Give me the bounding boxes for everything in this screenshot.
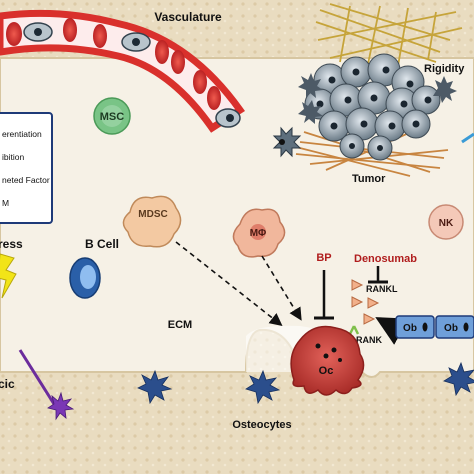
- stress-label: ress: [0, 237, 23, 251]
- rankl-ligands: [351, 279, 380, 325]
- legend-box: [0, 112, 53, 224]
- oc-label: Oc: [319, 365, 334, 377]
- nk-cell: [428, 204, 464, 240]
- tumor-label: Tumor: [352, 173, 386, 185]
- bp-label: BP: [316, 252, 331, 264]
- cut-left-label: cic: [0, 377, 15, 391]
- osteocytes: [137, 361, 474, 405]
- red-blood-cells: [6, 18, 221, 110]
- ecm-label: ECM: [168, 319, 192, 331]
- msc-cell: [93, 97, 131, 135]
- mdsc-to-oc-arrow: [175, 241, 283, 326]
- msc-label: MSC: [100, 111, 125, 123]
- stress-lightning-icon: [0, 253, 17, 299]
- b-cell: [69, 257, 101, 299]
- vessel-wall: [0, 9, 245, 133]
- legend-item-2: neted Factor: [2, 175, 50, 185]
- mdsc-cell: [122, 195, 182, 248]
- rigidity-label: Rigidity: [424, 63, 465, 75]
- legend-item-3: M: [2, 198, 9, 208]
- rank-receptor-icon: [348, 325, 360, 335]
- tumor-cell-spiky: [272, 126, 302, 158]
- osteoclast-cell: [290, 325, 365, 396]
- nk-label: NK: [439, 218, 454, 229]
- purple-star-icon: [47, 391, 75, 421]
- osteoblast-2: [435, 315, 474, 339]
- osteoblast-1: [395, 315, 435, 339]
- vasculature: [0, 9, 245, 133]
- legend-item-0: erentiation: [2, 129, 42, 139]
- b-cell-label: B Cell: [85, 237, 119, 251]
- rigidity-mesh: [315, 3, 463, 67]
- tumor-cluster: [298, 53, 457, 161]
- mdsc-label: MDSC: [138, 209, 167, 220]
- macrophage-label: MΦ: [250, 228, 267, 239]
- edge-mark: [461, 132, 474, 144]
- ob-label-2: Ob: [444, 323, 458, 334]
- osteocytes-label: Osteocytes: [232, 419, 291, 431]
- ob-label-1: Ob: [403, 323, 417, 334]
- purple-signal-line: [18, 349, 56, 405]
- tumor-cell-nucleus: [279, 139, 285, 145]
- denosumab-label: Denosumab: [354, 253, 417, 265]
- legend-item-1: ibition: [2, 152, 24, 162]
- vasculature-label: Vasculature: [154, 10, 222, 24]
- rankl-label: RANKL: [366, 284, 398, 294]
- circulating-cells: [23, 22, 241, 128]
- macrophage-cell: [232, 208, 286, 258]
- macrophage-to-oc-arrow: [261, 255, 302, 321]
- rank-label: RANK: [356, 335, 382, 345]
